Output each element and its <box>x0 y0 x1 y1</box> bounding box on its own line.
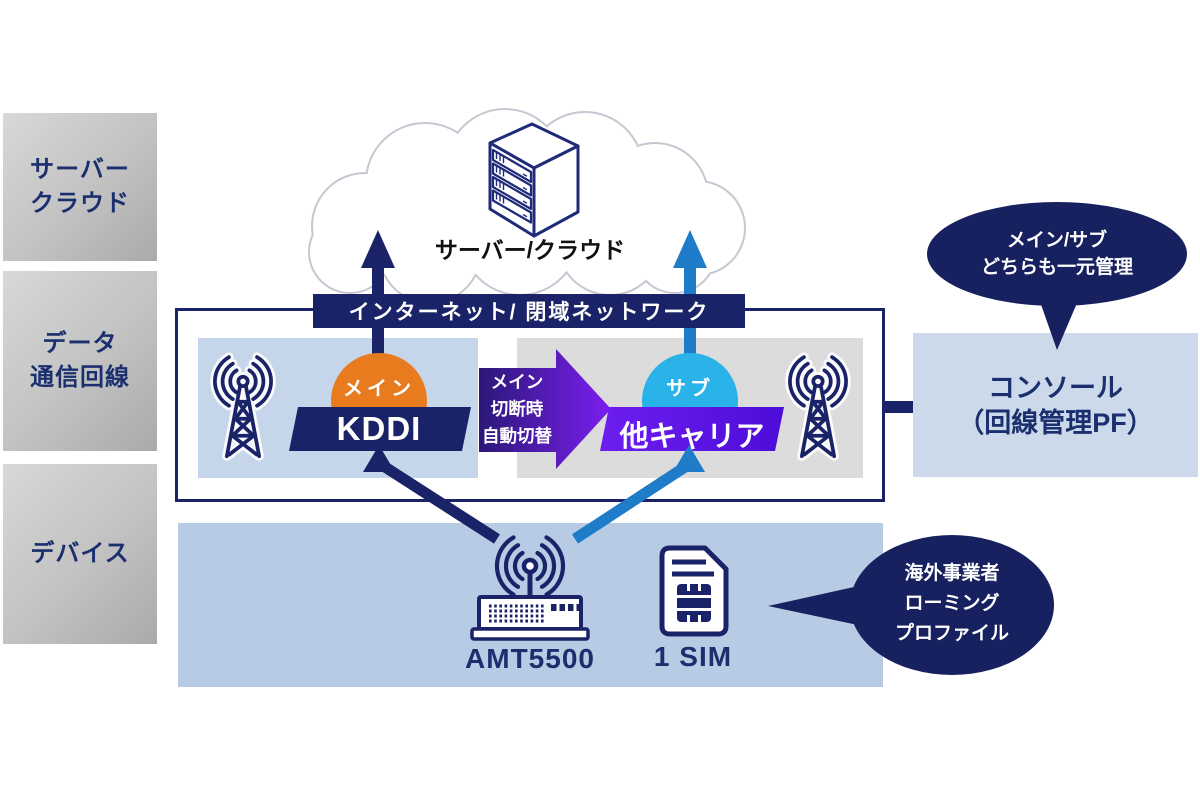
router-model-label: AMT5500 <box>465 643 595 674</box>
rail-label-data-line: データ 通信回線 <box>30 330 130 391</box>
console-title: コンソール （回線管理PF） <box>957 373 1154 438</box>
console-box <box>913 333 1198 477</box>
internet-banner-label: インターネット/ 閉域ネットワーク <box>348 301 710 324</box>
internet-banner: インターネット/ 閉域ネットワーク <box>313 294 745 328</box>
rail-box-data-line: データ 通信回線 <box>3 271 157 451</box>
main-badge-label: メイン <box>343 378 415 400</box>
rail-label-device: デバイス <box>30 540 130 567</box>
failover-label: メイン 切断時 自動切替 <box>482 372 552 446</box>
cloud-shape <box>308 108 746 304</box>
rail-box-server-cloud: サーバー クラウド <box>3 113 157 261</box>
sim-callout-text: 海外事業者 ローミング プロファイル <box>894 563 1009 644</box>
kddi-label: KDDI <box>336 410 422 447</box>
console-callout-text: メイン/サブ どちらも一元管理 <box>980 230 1133 278</box>
main-carrier-panel <box>198 338 478 478</box>
sub-carrier-panel <box>517 338 863 478</box>
cloud-label: サーバー/クラウド <box>434 237 626 263</box>
rail-label-server-cloud: サーバー クラウド <box>30 156 130 217</box>
server-rack-icon <box>488 122 580 238</box>
sim-count-label: 1 SIM <box>653 641 733 672</box>
rail-box-device: デバイス <box>3 464 157 644</box>
other-carrier-label: 他キャリア <box>619 421 765 453</box>
sub-badge-label: サブ <box>666 378 714 400</box>
console-connector-bar <box>885 401 913 413</box>
